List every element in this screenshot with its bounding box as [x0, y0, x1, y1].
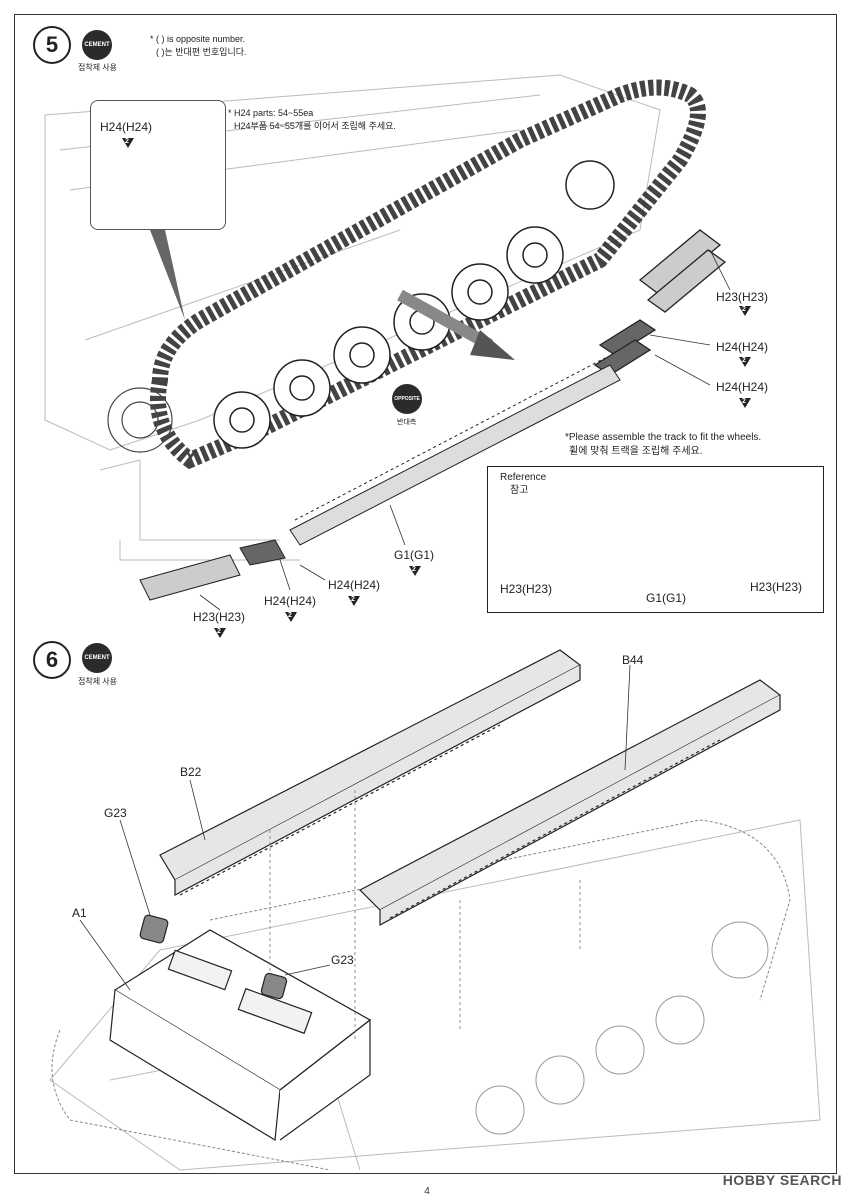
badge-h24-right-2: 2: [739, 398, 751, 408]
badge-h24-bottom-2: 2: [285, 612, 297, 622]
step6-cement-badge: CEMENT: [82, 643, 112, 673]
label-g23-top: G23: [104, 806, 127, 820]
reference-box: [487, 466, 824, 613]
label-h24-right-1: H24(H24): [716, 340, 769, 354]
label-h24-bottom-2: H24(H24): [264, 594, 317, 608]
step5-note-opposite-en: * ( ) is opposite number.: [150, 34, 246, 44]
step5-detail-inset: [90, 100, 226, 230]
reference-label-g1: G1(G1): [646, 591, 687, 605]
note-track-ko: 휠에 맞춰 트랙을 조립해 주세요.: [569, 446, 703, 457]
label-b22: B22: [180, 765, 202, 779]
reference-title-ko: 참고: [510, 485, 529, 496]
label-h23-bottom: H23(H23): [193, 610, 246, 624]
fender-b22: [159, 649, 582, 896]
fender-b44: [358, 679, 782, 927]
opposite-caption: 반대측: [397, 419, 417, 426]
badge-h24-bottom-1: 2: [348, 596, 360, 606]
label-g23-mid: G23: [331, 953, 354, 967]
inset-runner-badge: 2: [122, 138, 134, 148]
label-h23-right: H23(H23): [716, 290, 769, 304]
step5-lower-track: [289, 357, 621, 546]
step6-number: 6: [33, 641, 71, 679]
step5-number: 5: [33, 26, 71, 64]
reference-label-h23-left: H23(H23): [500, 582, 553, 596]
badge-h23-right: 2: [739, 306, 751, 316]
step6-cement-caption: 접착제 사용: [78, 677, 118, 686]
step6-tracks: [51, 819, 791, 1171]
step5-cement-caption: 접착제 사용: [78, 63, 118, 72]
watermark: HOBBY SEARCH: [722, 1172, 842, 1188]
opposite-badge: OPPOSITE: [392, 384, 422, 414]
step5-leader-lines: [199, 249, 731, 611]
step5-note-opposite-ko: ( )는 반대편 번호입니다.: [156, 47, 247, 57]
step5-right-track-segments: [593, 229, 727, 376]
inset-label: H24(H24): [100, 120, 153, 134]
reference-title-en: Reference: [500, 472, 547, 483]
upper-hull-a1: [109, 929, 372, 1142]
step5-road-wheels: [213, 160, 615, 449]
step5-main-track: [150, 79, 706, 470]
label-b44: B44: [622, 653, 644, 667]
step5-cement-badge: CEMENT: [82, 30, 112, 60]
step6-leader-lines: [79, 664, 631, 991]
note-track-en: *Please assemble the track to fit the wh…: [565, 432, 762, 443]
reference-label-h23-right: H23(H23): [750, 580, 803, 594]
label-h24-right-2: H24(H24): [716, 380, 769, 394]
step5-note-h24-en: * H24 parts: 54~55ea: [228, 108, 314, 118]
page-number: 4: [424, 1186, 430, 1197]
label-a1: A1: [72, 906, 87, 920]
part-g23: [139, 914, 288, 1000]
step5-note-h24-ko: H24부품 54~55개를 이어서 조립해 주세요.: [234, 121, 396, 131]
badge-h24-right-1: 2: [739, 357, 751, 367]
badge-h23-bottom: 2: [214, 628, 226, 638]
badge-g1: 2: [409, 566, 421, 576]
step6-assembly-dashes: [269, 790, 581, 1040]
label-g1: G1(G1): [394, 548, 435, 562]
step6-road-wheels: [475, 921, 769, 1135]
step5-drive-sprocket: [107, 387, 173, 453]
label-h24-bottom-1: H24(H24): [328, 578, 381, 592]
step5-bottom-left-track: [139, 539, 286, 601]
step5-direction-arrow: [397, 289, 515, 360]
page-frame: [14, 14, 837, 1174]
inset-leader: [150, 230, 185, 320]
